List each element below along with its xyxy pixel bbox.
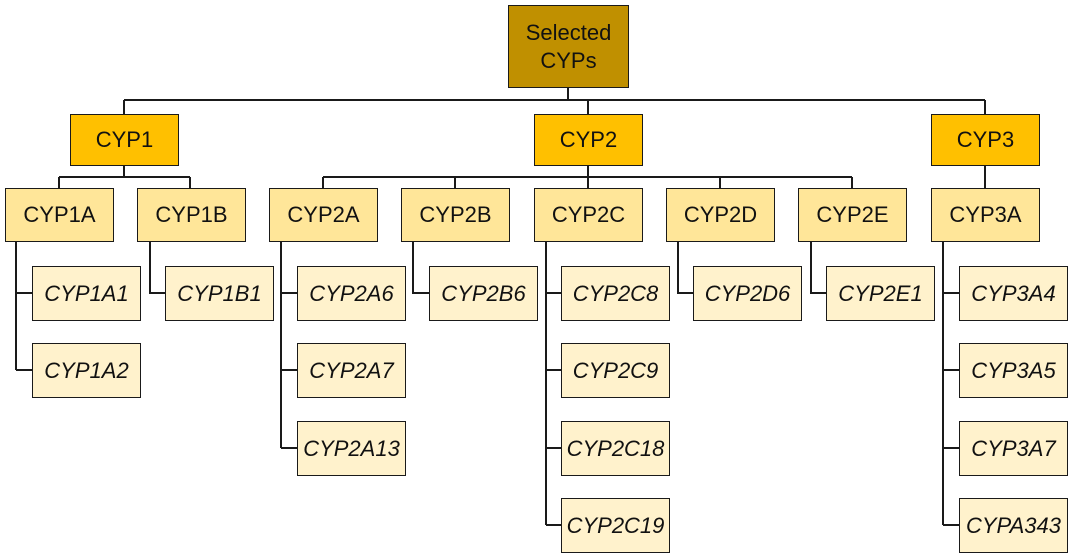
gene-node-cyp2a6: CYP2A6 <box>297 266 406 321</box>
subfamily-node-cyp3a: CYP3A <box>931 188 1040 242</box>
gene-node-cypa343: CYPA343 <box>959 498 1068 553</box>
subfamily-node-cyp2b: CYP2B <box>401 188 510 242</box>
gene-node-cyp2c19: CYP2C19 <box>561 498 670 553</box>
gene-node-cyp1b1: CYP1B1 <box>165 266 274 321</box>
family-node-cyp2: CYP2 <box>534 114 643 166</box>
subfamily-node-cyp2d: CYP2D <box>666 188 775 242</box>
gene-node-cyp2d6: CYP2D6 <box>693 266 802 321</box>
gene-node-cyp1a2: CYP1A2 <box>32 343 141 398</box>
gene-node-cyp2c18: CYP2C18 <box>561 421 670 476</box>
family-node-cyp1: CYP1 <box>70 114 179 166</box>
gene-node-cyp2a13: CYP2A13 <box>297 421 406 476</box>
subfamily-node-cyp2a: CYP2A <box>269 188 378 242</box>
subfamily-node-cyp2c: CYP2C <box>534 188 643 242</box>
subfamily-node-cyp2e: CYP2E <box>798 188 907 242</box>
subfamily-node-cyp1b: CYP1B <box>137 188 246 242</box>
gene-node-cyp2a7: CYP2A7 <box>297 343 406 398</box>
gene-node-cyp2b6: CYP2B6 <box>429 266 538 321</box>
gene-node-cyp1a1: CYP1A1 <box>32 266 141 321</box>
subfamily-node-cyp1a: CYP1A <box>5 188 114 242</box>
family-node-cyp3: CYP3 <box>931 114 1040 166</box>
gene-node-cyp2c9: CYP2C9 <box>561 343 670 398</box>
gene-node-cyp3a7: CYP3A7 <box>959 421 1068 476</box>
gene-node-cyp3a5: CYP3A5 <box>959 343 1068 398</box>
gene-node-cyp3a4: CYP3A4 <box>959 266 1068 321</box>
gene-node-cyp2e1: CYP2E1 <box>826 266 935 321</box>
gene-node-cyp2c8: CYP2C8 <box>561 266 670 321</box>
root-node: Selected CYPs <box>508 5 629 88</box>
